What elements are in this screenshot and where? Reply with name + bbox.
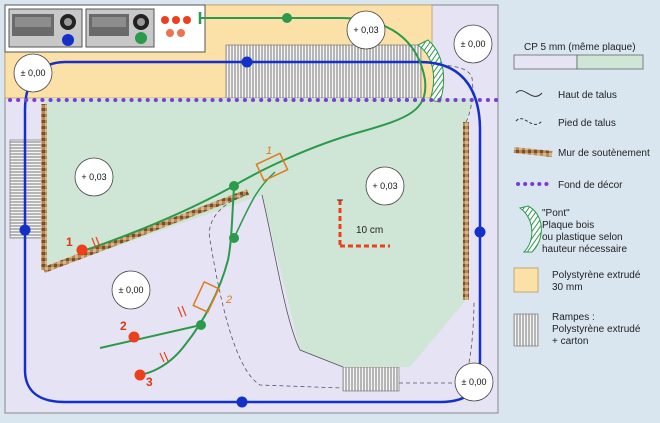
zone-label-center-left: + 0,03 [81,172,106,182]
zone-label-center-right: + 0,03 [372,181,397,191]
scale-label: 10 cm [356,225,383,236]
bridge-plate [417,39,445,103]
siding-number-2: 2 [120,319,127,333]
bridge-number-2: 2 [225,294,232,306]
legend-icon-ramps [513,313,539,347]
legend-plate-title: CP 5 mm (même plaque) [524,42,636,53]
legend-ramps-1: Rampes : [552,312,595,323]
legend-polystyrene-1: Polystyrène extrudé [552,270,641,281]
bridge-frame-1 [255,152,289,182]
bridge-number-1: 1 [266,145,272,157]
green-nodes [196,13,292,330]
insulating-joints [91,236,187,363]
legend-ramps-3: + carton [552,336,588,347]
blue-loop-track [23,60,482,404]
retaining-wall-diag [42,189,250,273]
slope-foot-right [399,299,475,384]
legend-top-of-slope: Haut de talus [558,90,617,101]
ramp-bottom [342,366,400,392]
control-box-2[interactable] [85,8,155,48]
legend-swatch-lavender [513,54,578,70]
blue-nodes [19,56,486,408]
control-knob-green[interactable] [135,32,147,44]
legend-ramps-2: Polystyrène extrudé [552,324,641,335]
ramp-left [9,139,45,239]
zone-label-bottom-left: ± 0,00 [119,285,144,295]
legend-icon-top-slope [515,90,543,97]
slope-foot-line [208,194,344,389]
legend: CP 5 mm (même plaque) Haut de talus Pied… [513,42,650,347]
legend-icon-polystyrene [513,267,539,293]
legend-swatch-green [576,54,644,70]
legend-icon-bridge [518,205,542,253]
slope-foot-top-right [439,64,474,123]
legend-icon-wall [513,147,553,157]
scale-marker [337,199,390,248]
siding-signal-3 [134,369,146,381]
legend-bridge-1: "Pont" [542,208,570,219]
ramp-top [225,44,422,99]
siding-signal-2 [128,331,140,343]
slope-top-line [261,194,344,368]
control-knob-blue[interactable] [62,34,74,46]
legend-bridge-2: Plaque bois [542,220,594,231]
green-siding-2 [99,324,202,349]
siding-signal-1 [76,244,88,256]
raised-plate [44,98,475,367]
zone-label-top-right: ± 0,00 [461,39,486,49]
zone-label-top-mid: + 0,03 [353,25,378,35]
zone-label-bottom-right: ± 0,00 [462,377,487,387]
bridge-frame-2 [192,280,220,314]
legend-icon-foot-slope [515,118,543,125]
siding-number-3: 3 [146,375,153,389]
legend-polystyrene-2: 30 mm [552,282,583,293]
altitude-circles [13,10,494,402]
legend-bridge-3: ou plastique selon [542,232,623,243]
zone-label-top-left: ± 0,00 [21,68,46,78]
legend-bridge-4: hauteur nécessaire [542,244,627,255]
legend-foot-of-slope: Pied de talus [558,118,616,129]
legend-retaining-wall: Mur de soutènement [558,148,650,159]
green-main-track [79,17,427,253]
switch-panel-buttons[interactable] [161,16,191,37]
siding-number-1: 1 [66,235,73,249]
legend-backdrop: Fond de décor [558,180,623,191]
